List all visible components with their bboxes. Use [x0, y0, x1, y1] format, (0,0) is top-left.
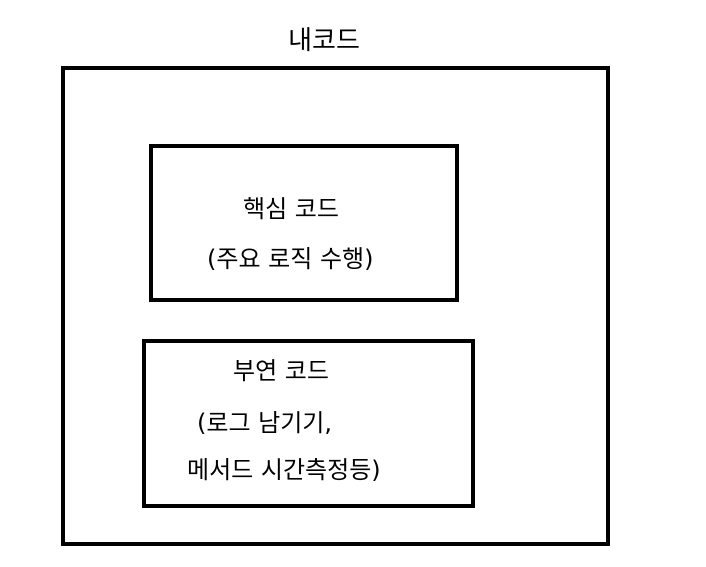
outer-box-title: 내코드: [288, 26, 360, 56]
auxiliary-code-description-line2: 메서드 시간측정등): [187, 456, 381, 484]
auxiliary-code-description-line1: (로그 남기기,: [197, 409, 333, 437]
core-code-box: [149, 144, 459, 302]
auxiliary-code-box: [142, 339, 475, 508]
core-code-description: (주요 로직 수행): [207, 245, 374, 273]
my-code-box: [61, 66, 610, 546]
core-code-title: 핵심 코드: [243, 195, 339, 223]
auxiliary-code-title: 부연 코드: [233, 357, 329, 385]
